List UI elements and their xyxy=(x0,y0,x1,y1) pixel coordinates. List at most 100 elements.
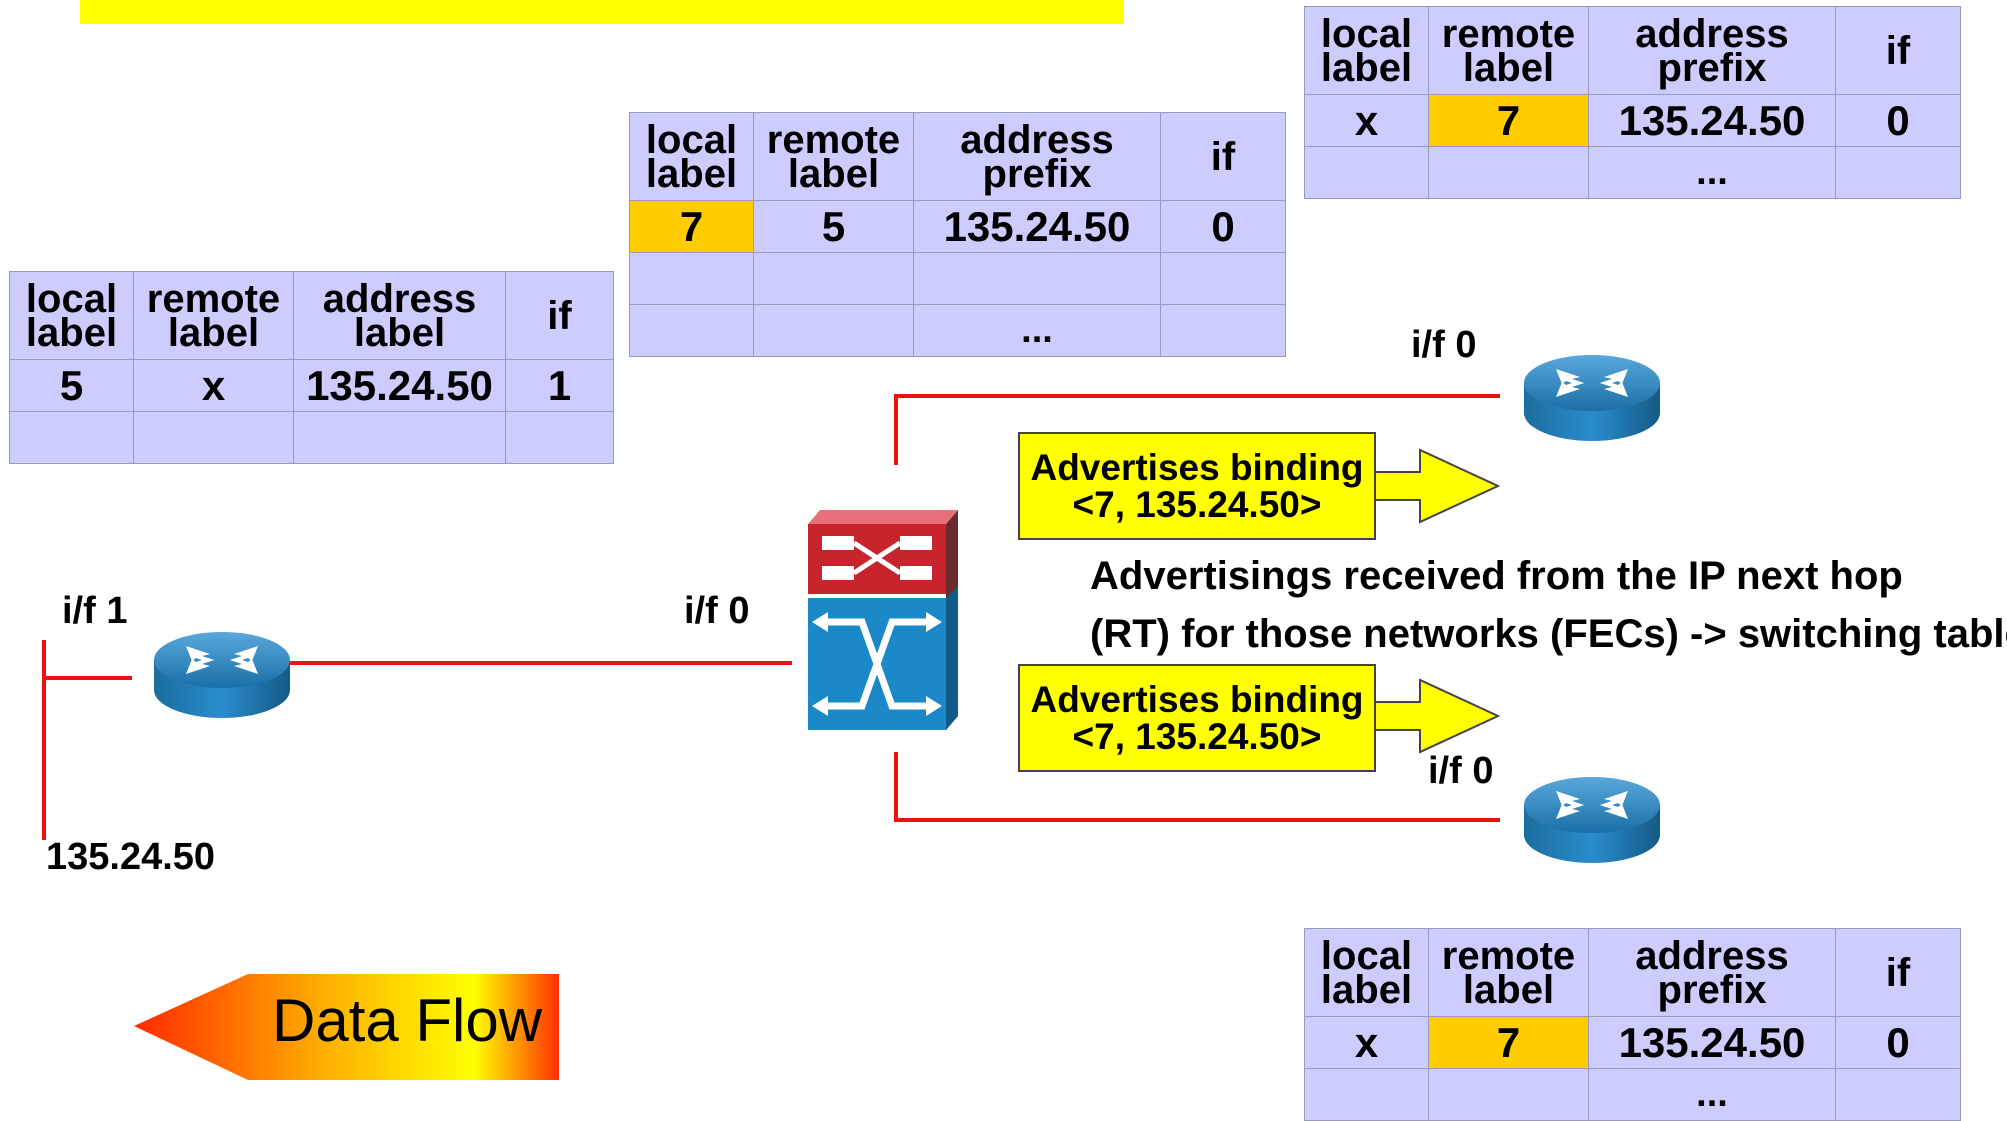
header-text-line: local xyxy=(1320,11,1413,56)
router-top-icon xyxy=(1524,355,1660,441)
router-bottom-icon xyxy=(1524,777,1660,863)
header-text-line: prefix xyxy=(982,151,1092,196)
lsr-switch-icon xyxy=(808,510,958,730)
header-text-line: local xyxy=(1320,933,1413,978)
header-text-line: address xyxy=(322,276,477,321)
interface-label-bottom-router: i/f 0 xyxy=(1428,750,1494,792)
header-text-line: remote xyxy=(1441,933,1576,978)
cell-empty xyxy=(1160,252,1286,305)
header-text-line: label xyxy=(787,151,880,196)
cell-empty xyxy=(133,411,294,464)
network-prefix-label: 135.24.50 xyxy=(46,836,216,878)
advertise-binding-value: <7, 135.24.50> xyxy=(1072,716,1322,757)
header-text-line: address xyxy=(1635,11,1789,56)
cell-empty xyxy=(1835,146,1961,199)
interface-label-top-router: i/f 0 xyxy=(1411,324,1477,366)
advertise-arrow-top xyxy=(1371,448,1501,524)
table-row: 5 x 135.24.50 1 xyxy=(9,359,614,412)
cell-remote-label: x xyxy=(133,359,294,412)
link-switch-to-top-router xyxy=(894,394,1500,465)
advertise-binding-box-top: Advertises binding <7, 135.24.50> xyxy=(1018,432,1376,540)
advertise-title: Advertises binding xyxy=(1030,679,1364,720)
table-row xyxy=(9,411,614,464)
router-left-icon xyxy=(154,632,290,718)
note-line-2: (RT) for those networks (FECs) -> switch… xyxy=(1090,612,2007,656)
cell-empty xyxy=(9,411,134,464)
cell-empty xyxy=(913,252,1161,305)
header-text-line: label xyxy=(353,310,446,355)
cell-empty xyxy=(1304,146,1429,199)
header-text-line: address xyxy=(960,117,1114,162)
cell-if: 0 xyxy=(1160,200,1286,253)
header-text-line: label xyxy=(1462,967,1555,1012)
advertise-title: Advertises binding xyxy=(1030,447,1364,488)
cell-empty xyxy=(293,411,506,464)
header-text-line: local xyxy=(645,117,738,162)
cell-if: 0 xyxy=(1835,94,1961,147)
cell-if: 0 xyxy=(1835,1016,1961,1069)
header-text-line: prefix xyxy=(1657,967,1767,1012)
header-text-line: label xyxy=(167,310,260,355)
header-text-line: address xyxy=(1635,933,1789,978)
header-text-line: label xyxy=(1320,45,1413,90)
cell-local-label: x xyxy=(1304,1016,1429,1069)
header-if: if xyxy=(505,271,614,360)
table-row: 7 5 135.24.50 0 xyxy=(629,200,1286,253)
cell-address-prefix: 135.24.50 xyxy=(1588,1016,1836,1069)
header-text-line: label xyxy=(25,310,118,355)
cell-remote-label-highlighted: 7 xyxy=(1428,94,1589,147)
advertise-binding-value: <7, 135.24.50> xyxy=(1072,484,1322,525)
data-flow-label: Data Flow xyxy=(272,987,543,1054)
header-text-line: remote xyxy=(766,117,901,162)
network-links xyxy=(42,394,1500,840)
interface-label-left-router: i/f 1 xyxy=(62,590,128,632)
table-row xyxy=(629,252,1286,305)
header-text-line: local xyxy=(25,276,118,321)
title-banner xyxy=(80,0,1124,24)
cell-address-label: 135.24.50 xyxy=(293,359,506,412)
cell-ellipsis: ... xyxy=(913,304,1161,357)
advertise-binding-box-bottom: Advertises binding <7, 135.24.50> xyxy=(1018,664,1376,772)
header-if: if xyxy=(1160,112,1286,201)
cell-empty xyxy=(629,304,754,357)
header-text-line: remote xyxy=(146,276,281,321)
cell-empty xyxy=(1428,146,1589,199)
header-text-line: prefix xyxy=(1657,45,1767,90)
interface-label-switch-left: i/f 0 xyxy=(684,590,750,632)
cell-empty xyxy=(1160,304,1286,357)
header-if: if xyxy=(1835,928,1961,1017)
cell-if: 1 xyxy=(505,359,614,412)
header-text-line: label xyxy=(1462,45,1555,90)
note-line-1: Advertisings received from the IP next h… xyxy=(1090,554,1903,598)
data-flow-arrow xyxy=(134,974,559,1080)
cell-ellipsis: ... xyxy=(1588,146,1836,199)
advertise-arrow-bottom xyxy=(1371,678,1501,754)
cell-empty xyxy=(753,304,914,357)
link-switch-to-bottom-router xyxy=(894,752,1500,822)
cell-empty xyxy=(505,411,614,464)
header-text-line: remote xyxy=(1441,11,1576,56)
table-row: ... xyxy=(1304,146,1961,199)
header-text-line: label xyxy=(1320,967,1413,1012)
cell-address-prefix: 135.24.50 xyxy=(913,200,1161,253)
table-row: ... xyxy=(629,304,1286,357)
